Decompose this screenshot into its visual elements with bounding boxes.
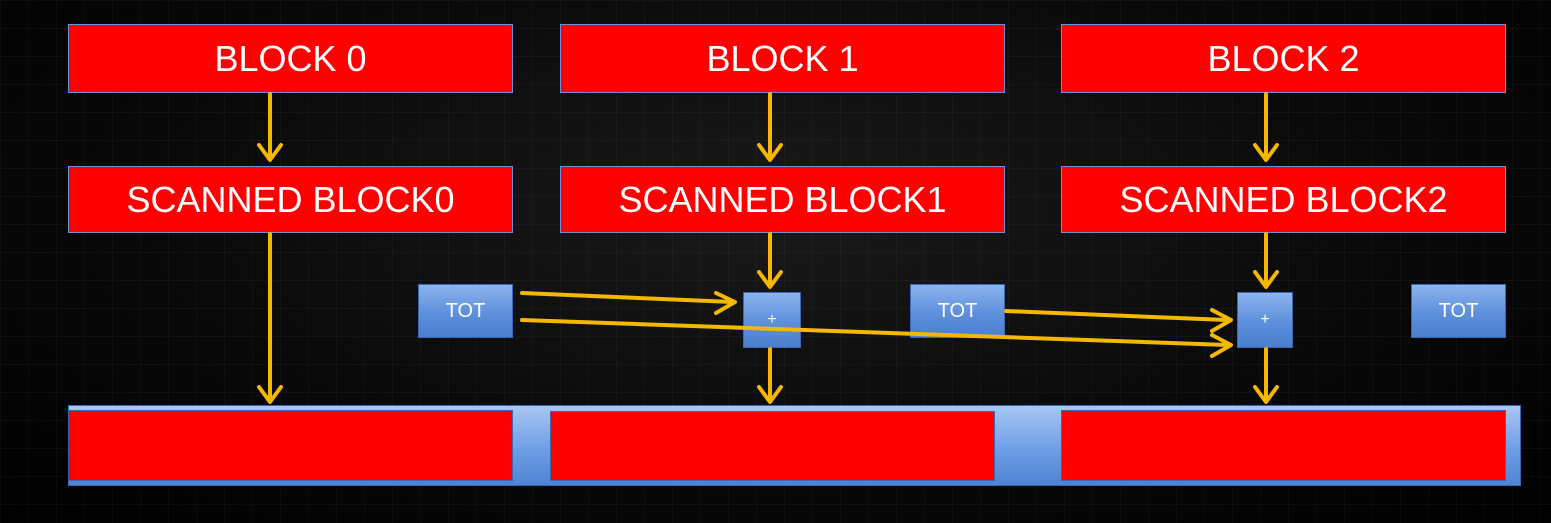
block-0-label: BLOCK 0: [214, 37, 367, 79]
adder-box-2: +: [1237, 292, 1293, 348]
output-cell-1: [550, 411, 995, 481]
block-0: BLOCK 0: [68, 24, 513, 93]
output-cell-2: [1061, 410, 1506, 481]
scanned-block-1-label: SCANNED BLOCK1: [618, 178, 947, 220]
arrowhead-scanned1-to-adder1: [757, 270, 783, 289]
adder-box-2-label: +: [1260, 311, 1270, 328]
arrowhead-adder1-to-output: [757, 385, 783, 404]
scanned-block-0-label: SCANNED BLOCK0: [126, 178, 455, 220]
block-1-label: BLOCK 1: [706, 37, 859, 79]
arrowhead-block1-to-scanned1: [757, 143, 783, 162]
arrowhead-total0-to-adder2: [1210, 333, 1233, 358]
total-box-2: TOT: [1411, 284, 1506, 338]
total-box-1: TOT: [910, 284, 1005, 338]
adder-box-1-label: +: [767, 311, 777, 328]
arrowhead-scanned2-to-adder2: [1253, 270, 1279, 289]
arrowhead-total1-to-adder2: [1210, 308, 1233, 333]
arrowhead-adder2-to-output: [1253, 385, 1279, 404]
block-1: BLOCK 1: [560, 24, 1005, 93]
arrowhead-block2-to-scanned2: [1253, 143, 1279, 162]
scanned-block-2: SCANNED BLOCK2: [1061, 166, 1506, 233]
scanned-block-2-label: SCANNED BLOCK2: [1119, 178, 1448, 220]
arrow-total0-to-adder2: [520, 318, 1229, 347]
output-cell-0: [68, 410, 513, 481]
arrowhead-block0-to-scanned0: [257, 143, 283, 162]
total-box-1-label: TOT: [937, 299, 978, 322]
adder-box-1: +: [743, 292, 801, 348]
total-box-0-label: TOT: [445, 299, 486, 322]
scanned-block-0: SCANNED BLOCK0: [68, 166, 513, 233]
arrow-total0-to-adder1: [520, 291, 735, 304]
block-2-label: BLOCK 2: [1207, 37, 1360, 79]
scanned-block-1: SCANNED BLOCK1: [560, 166, 1005, 233]
total-box-0: TOT: [418, 284, 513, 338]
arrowhead-total0-to-adder1: [714, 291, 737, 315]
total-box-2-label: TOT: [1438, 299, 1479, 322]
arrow-total1-to-adder2: [1004, 309, 1229, 322]
block-2: BLOCK 2: [1061, 24, 1506, 93]
arrowhead-scanned0-to-output: [257, 385, 283, 404]
